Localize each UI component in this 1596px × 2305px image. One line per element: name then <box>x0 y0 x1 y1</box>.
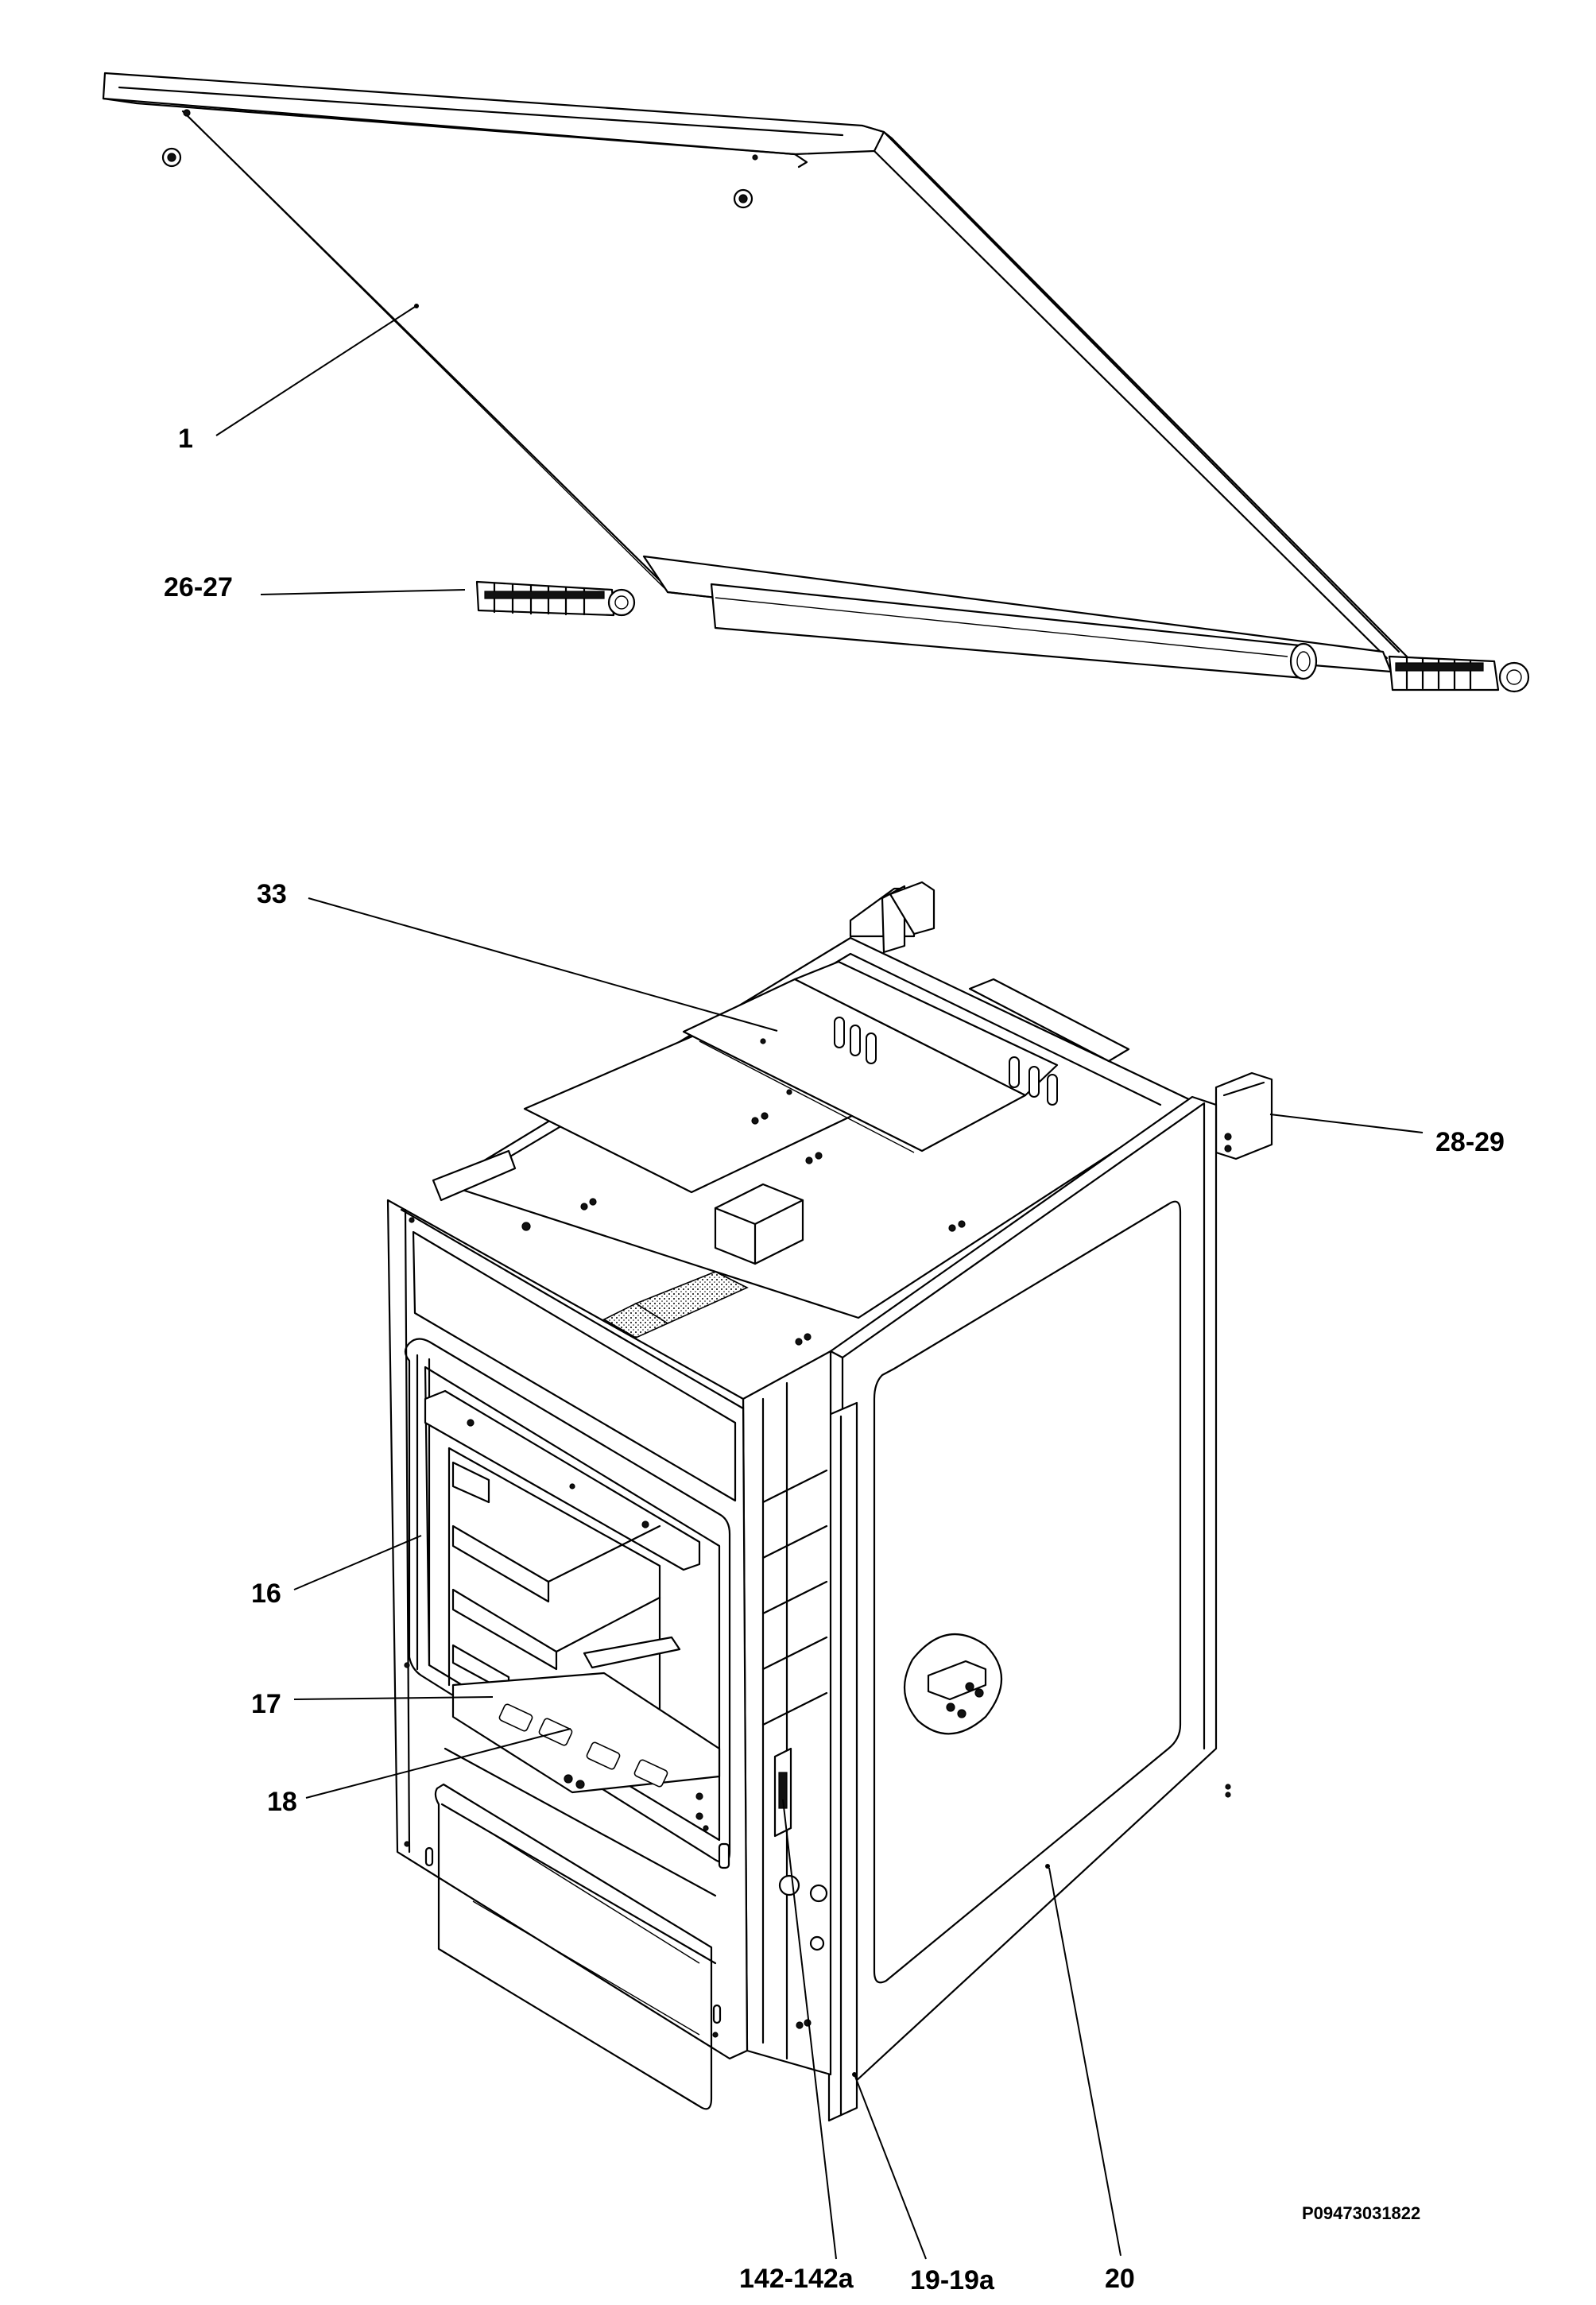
callout-142-142a: 142-142a <box>739 2264 854 2294</box>
callout-20: 20 <box>1105 2264 1135 2294</box>
callout-19-19a: 19-19a <box>910 2265 994 2295</box>
callout-17: 17 <box>251 1689 281 1719</box>
callout-33: 33 <box>257 879 287 909</box>
drawing-code: P09473031822 <box>1302 2203 1421 2223</box>
callout-28-29: 28-29 <box>1435 1127 1505 1157</box>
leader-lines <box>293 897 1424 2260</box>
hinge-spring-right <box>1388 655 1530 693</box>
oven-carcass <box>386 881 1273 2122</box>
callout-1: 1 <box>178 424 193 454</box>
callout-18: 18 <box>267 1787 297 1817</box>
callout-26-27: 26-27 <box>164 572 233 602</box>
hinge-spring-26-27 <box>475 580 636 617</box>
callout-16: 16 <box>251 1579 281 1609</box>
top-panel-assembly <box>102 72 1530 693</box>
